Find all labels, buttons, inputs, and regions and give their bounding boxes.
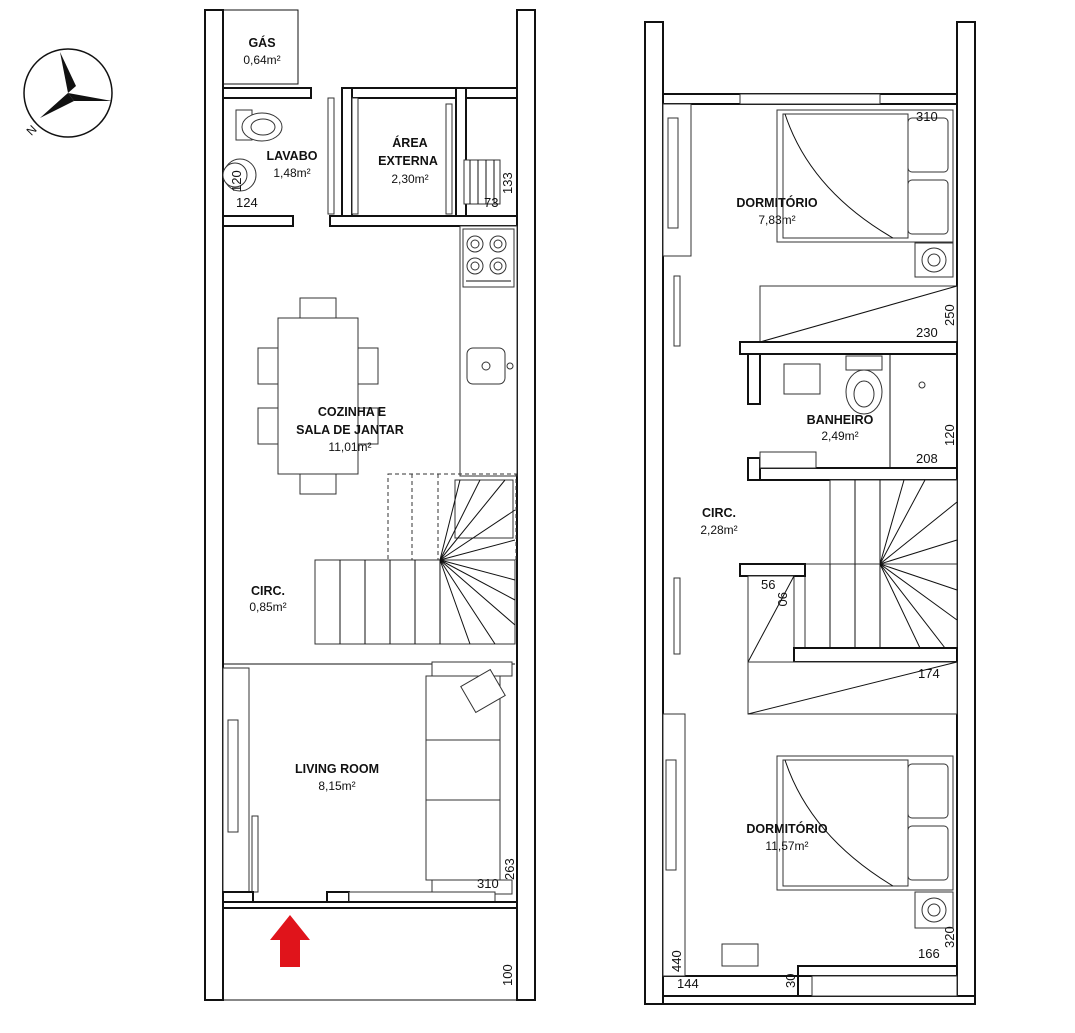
room-area-living-room: 8,15m² — [318, 779, 355, 793]
north-compass-icon: N — [23, 48, 113, 138]
dim-263: 263 — [502, 858, 517, 880]
dim-310-ground: 310 — [477, 876, 499, 891]
room-name-circ-ground: CIRC. — [251, 584, 285, 598]
dim-100: 100 — [500, 964, 515, 986]
room-area-circ-ground: 0,85m² — [249, 600, 286, 614]
dim-440: 440 — [669, 950, 684, 972]
room-name-lavabo: LAVABO — [267, 149, 318, 163]
dim-73: 73 — [484, 195, 498, 210]
room-area-banheiro: 2,49m² — [821, 429, 858, 443]
entrance-arrow-icon — [270, 915, 310, 967]
room-name2-cozinha: SALA DE JANTAR — [296, 423, 404, 437]
ground-floor-plan: GÁS 0,64m² LAVABO 1,48m² ÁREA EXTERNA 2,… — [204, 9, 536, 1001]
dim-320: 320 — [942, 926, 957, 948]
room-name-cozinha: COZINHA E — [318, 405, 386, 419]
room-area-circ-upper: 2,28m² — [700, 523, 737, 537]
dim-144: 144 — [677, 976, 699, 991]
dim-133: 133 — [500, 172, 515, 194]
dim-166: 166 — [918, 946, 940, 961]
room-area-dormitorio-1: 7,83m² — [758, 213, 795, 227]
room-name-dormitorio-1: DORMITÓRIO — [736, 195, 818, 210]
upper-floor-plan: DORMITÓRIO 7,83m² BANHEIRO 2,49m² CIRC. … — [644, 21, 976, 1005]
room-area-dormitorio-2: 11,57m² — [765, 839, 808, 853]
room-name-living-room: LIVING ROOM — [295, 762, 379, 776]
dim-174: 174 — [918, 666, 940, 681]
room-area-cozinha: 11,01m² — [328, 440, 371, 454]
dim-120: 120 — [229, 170, 244, 192]
dim-30: 30 — [783, 974, 798, 988]
room-name-circ-upper: CIRC. — [702, 506, 736, 520]
dim-250: 250 — [942, 304, 957, 326]
room-area-gas: 0,64m² — [243, 53, 280, 67]
dim-120-upper: 120 — [942, 424, 957, 446]
room-area-area-externa: 2,30m² — [391, 172, 428, 186]
room-name-banheiro: BANHEIRO — [807, 413, 874, 427]
room-area-lavabo: 1,48m² — [273, 166, 310, 180]
dim-310-upper: 310 — [916, 109, 938, 124]
dim-90: 90 — [775, 592, 790, 606]
dim-56: 56 — [761, 577, 775, 592]
dim-124: 124 — [236, 195, 258, 210]
room-name-area-externa: ÁREA — [392, 135, 427, 150]
room-name2-area-externa: EXTERNA — [378, 154, 438, 168]
dim-230: 230 — [916, 325, 938, 340]
dim-208: 208 — [916, 451, 938, 466]
room-name-dormitorio-2: DORMITÓRIO — [746, 821, 828, 836]
room-name-gas: GÁS — [248, 35, 275, 50]
